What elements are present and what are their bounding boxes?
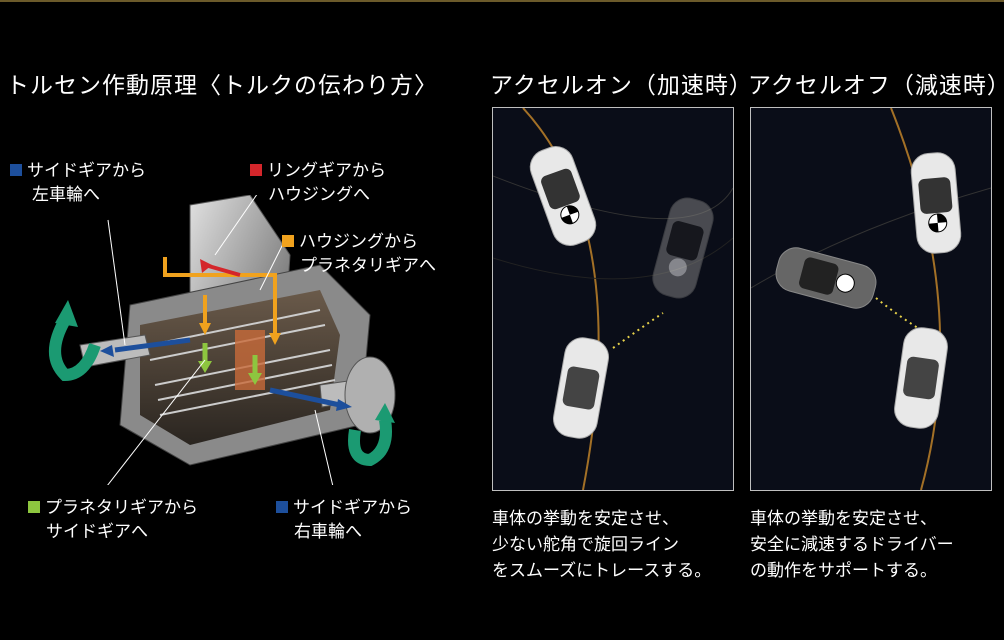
car-bottom [894, 327, 948, 429]
accel-off-description: 車体の挙動を安定させ、 安全に減速するドライバー の動作をサポートする。 [750, 509, 954, 581]
right-rotation-arrow [348, 419, 392, 467]
left-rotation-arrow [49, 317, 101, 382]
car-top [910, 152, 962, 254]
legend-swatch-green [28, 501, 40, 513]
accel-on-illustration [493, 108, 733, 490]
accel-off-panel [750, 107, 992, 491]
car-ghost [652, 197, 714, 299]
car-top [529, 146, 597, 246]
legend-swatch-orange [282, 235, 294, 247]
torsen-differential-illustration [49, 195, 396, 485]
label-planetary-gear: プラネタリギアから サイドギアへ [28, 496, 198, 544]
label-side-gear-left: サイドギアから 左車輪へ [10, 159, 146, 207]
car-sliding [775, 247, 877, 309]
diagram-title: トルセン作動原理〈トルクの伝わり方〉 [6, 73, 438, 99]
car-bottom [553, 337, 609, 439]
label-ring-gear: リングギアから ハウジングへ [250, 159, 386, 207]
accel-off-illustration [751, 108, 991, 490]
accel-off-title: アクセルオフ（減速時） [748, 73, 1004, 99]
accel-on-panel [492, 107, 734, 491]
accel-on-description: 車体の挙動を安定させ、 少ない舵角で旋回ライン をスムーズにトレースする。 [492, 509, 712, 581]
legend-swatch-red [250, 164, 262, 176]
top-divider [0, 0, 1004, 2]
label-housing: ハウジングから プラネタリギアへ [282, 230, 436, 278]
legend-swatch-blue [10, 164, 22, 176]
accel-on-title: アクセルオン（加速時） [490, 73, 753, 99]
label-side-gear-right: サイドギアから 右車輪へ [276, 496, 412, 544]
legend-swatch-blue [276, 501, 288, 513]
